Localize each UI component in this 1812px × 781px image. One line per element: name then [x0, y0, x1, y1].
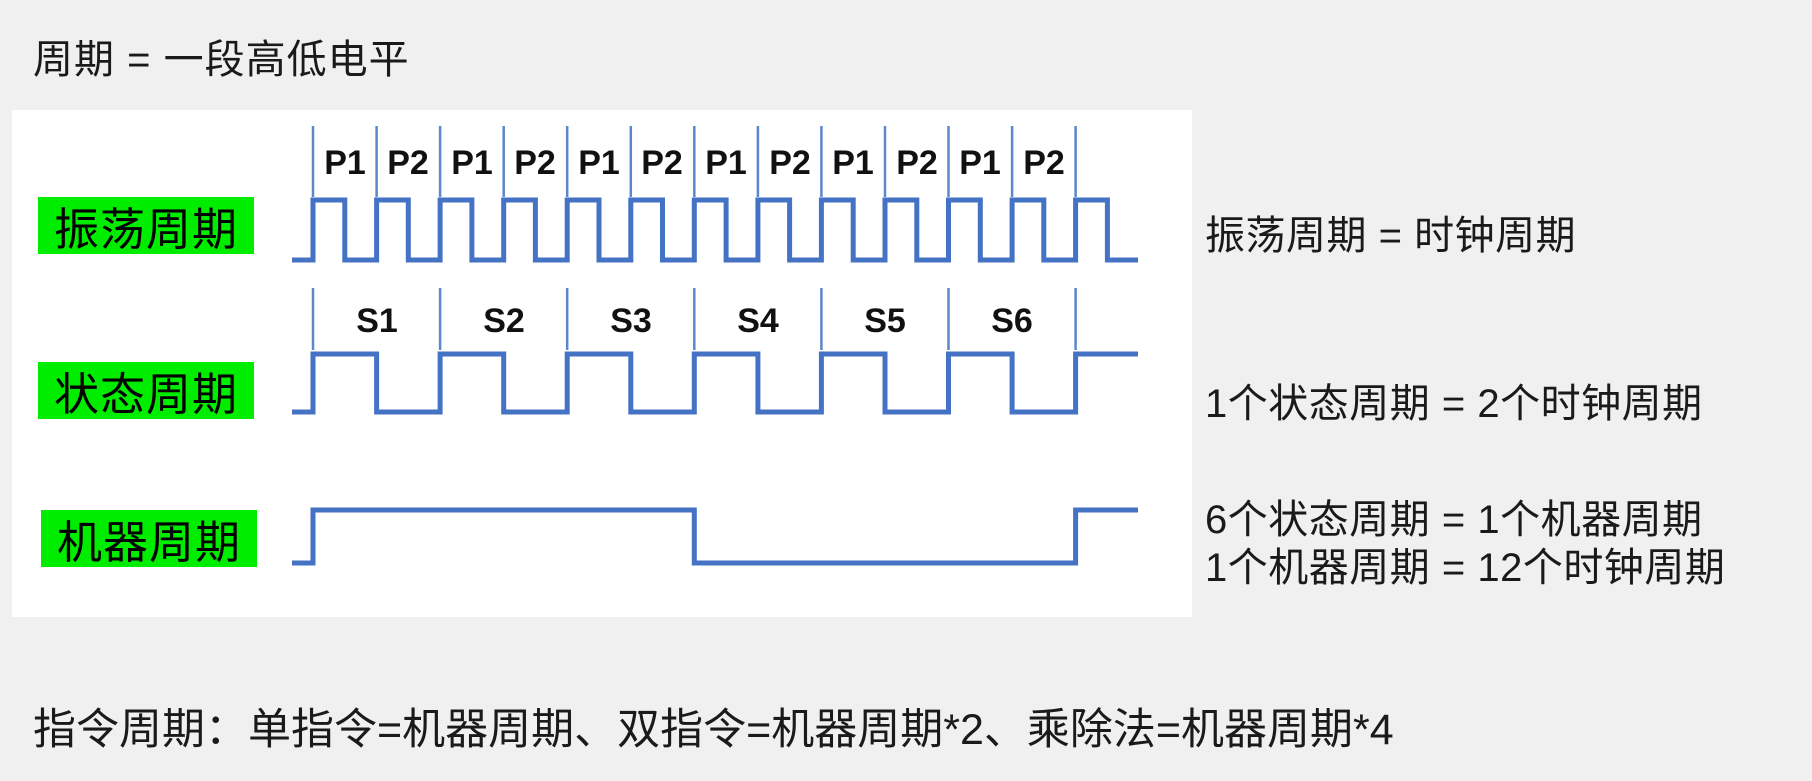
- state-label: S5: [864, 302, 906, 340]
- phase-label: P1: [832, 144, 874, 182]
- state-ticks: [311, 288, 1077, 350]
- waveforms-canvas: [292, 126, 1138, 566]
- phase-label: P2: [514, 144, 556, 182]
- phase-label: P2: [896, 144, 938, 182]
- phase-label: P2: [769, 144, 811, 182]
- phase-label: P1: [959, 144, 1001, 182]
- state-waveform: [292, 351, 1138, 415]
- note-oscillation: 振荡周期 = 时钟周期: [1205, 214, 1577, 258]
- oscillation-period-label: 振荡周期: [38, 197, 254, 255]
- phase-label: P1: [324, 144, 366, 182]
- state-label: S4: [737, 302, 779, 340]
- phase-label: P2: [387, 144, 429, 182]
- note-state: 1个状态周期 = 2个时钟周期: [1205, 382, 1703, 426]
- state-label: S3: [610, 302, 652, 340]
- oscillation-waveform: [292, 197, 1138, 263]
- phase-label: P2: [641, 144, 683, 182]
- note-machine-line2: 1个机器周期 = 12个时钟周期: [1205, 546, 1726, 590]
- phase-label: P2: [1023, 144, 1065, 182]
- state-label: S6: [991, 302, 1033, 340]
- state-period-label: 状态周期: [38, 362, 254, 420]
- phase-label: P1: [705, 144, 747, 182]
- state-label: S2: [483, 302, 525, 340]
- waveform-panel: 振荡周期 状态周期 机器周期 P1 P2 P1 P2 P1 P2 P1 P2 P…: [12, 110, 1192, 617]
- machine-waveform: [292, 507, 1138, 566]
- phase-label: P1: [578, 144, 620, 182]
- note-machine-line1: 6个状态周期 = 1个机器周期: [1205, 498, 1703, 542]
- state-label: S1: [356, 302, 398, 340]
- page-title: 周期 = 一段高低电平: [33, 38, 410, 82]
- instruction-cycle-note: 指令周期：单指令=机器周期、双指令=机器周期*2、乘除法=机器周期*4: [33, 706, 1394, 754]
- machine-period-label: 机器周期: [41, 510, 257, 568]
- phase-ticks: [311, 126, 1077, 197]
- phase-label: P1: [451, 144, 493, 182]
